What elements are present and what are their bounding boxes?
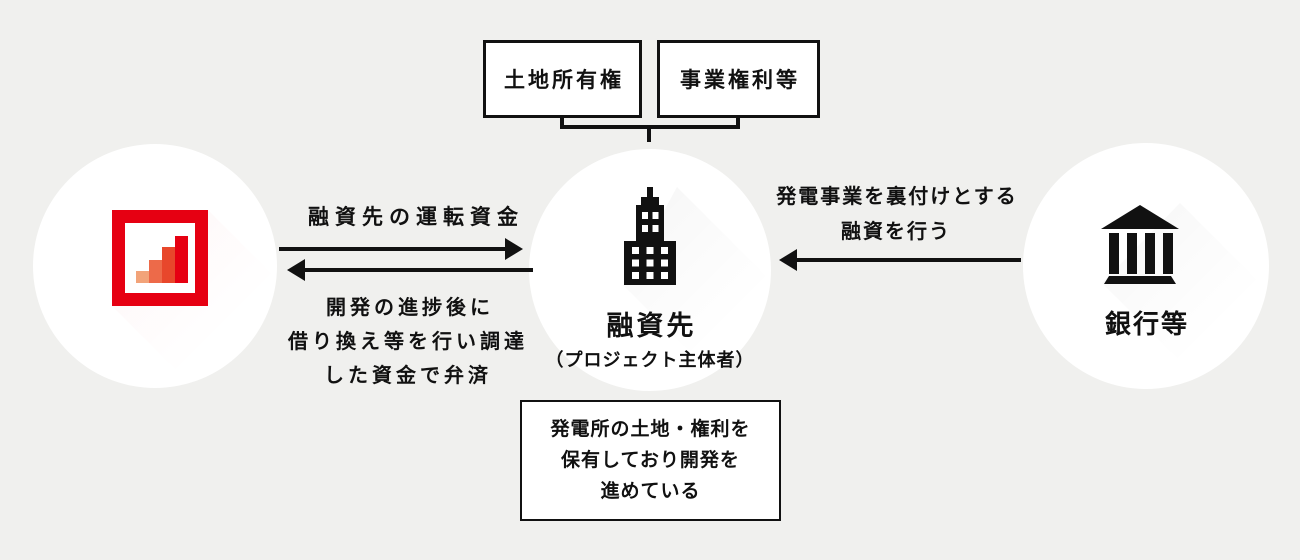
arrow-repayment-head — [287, 259, 305, 281]
flow-label-bank-loan: 発電事業を裏付けとする 融資を行う — [776, 186, 1018, 243]
connector-line-right-stub — [736, 116, 740, 127]
entity-label-borrower: 融資先 — [606, 311, 697, 341]
entity-label-bank: 銀行等 — [1104, 309, 1189, 339]
connector-line-center-stub — [647, 129, 651, 142]
connector-line-horizontal — [560, 125, 740, 129]
entity-bank-circle — [1023, 143, 1269, 389]
connector-line-left-stub — [560, 116, 564, 127]
borrower-note-box: 発電所の土地・権利を 保有しており開発を 進めている — [520, 400, 781, 521]
arrow-bank-loan-head — [779, 249, 797, 271]
collateral-box-rights-label: 事業権利等 — [680, 69, 800, 92]
flow-label-working-capital: 融資先の運転資金 — [308, 206, 524, 229]
arrow-working-capital-head — [505, 238, 523, 260]
bar-chart-logo-icon — [112, 210, 208, 306]
collateral-box-land: 土地所有権 — [483, 40, 642, 118]
building-icon — [624, 187, 676, 285]
collateral-box-land-label: 土地所有権 — [504, 69, 624, 92]
entity-sublabel-borrower: （プロジェクト主体者） — [545, 350, 755, 370]
arrow-repayment-shaft — [304, 268, 533, 272]
entity-borrower-circle — [529, 149, 771, 391]
arrow-bank-loan-shaft — [796, 258, 1021, 262]
borrower-note-text: 発電所の土地・権利を 保有しており開発を 進めている — [550, 419, 751, 502]
entity-lender-circle — [33, 144, 277, 388]
bank-icon — [1101, 205, 1179, 284]
arrow-working-capital-shaft — [279, 247, 506, 251]
collateral-box-rights: 事業権利等 — [657, 40, 820, 118]
flow-label-repayment: 開発の進捗後に 借り換え等を行い調達 した資金で弁済 — [288, 297, 528, 387]
